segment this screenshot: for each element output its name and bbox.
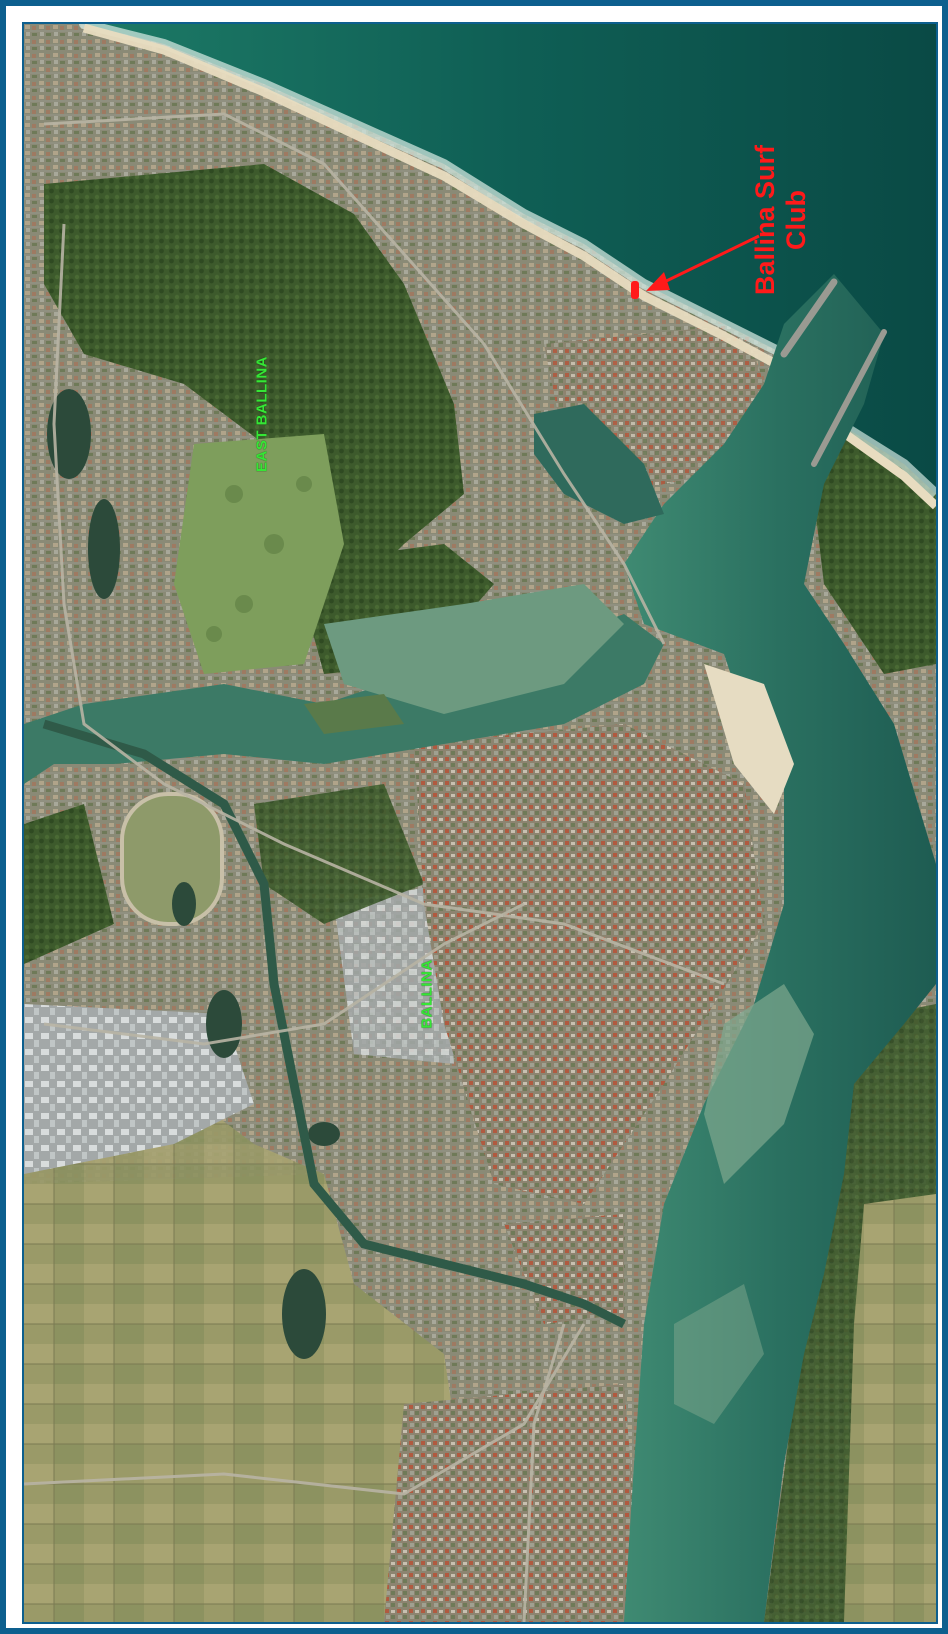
callout-line-1: Ballina Surf bbox=[750, 144, 780, 296]
ballina-label: BALLINA bbox=[418, 959, 436, 1029]
callout-line-2: Club bbox=[781, 190, 811, 250]
surf-club-marker bbox=[631, 281, 639, 299]
aerial-map[interactable]: Ballina Surf Club EAST BALLINA BALLINA bbox=[22, 22, 938, 1624]
aerial-imagery bbox=[24, 24, 936, 1622]
ballina-surf-club-callout: Ballina Surf Club bbox=[750, 145, 812, 295]
east-ballina-label: EAST BALLINA bbox=[253, 356, 271, 472]
